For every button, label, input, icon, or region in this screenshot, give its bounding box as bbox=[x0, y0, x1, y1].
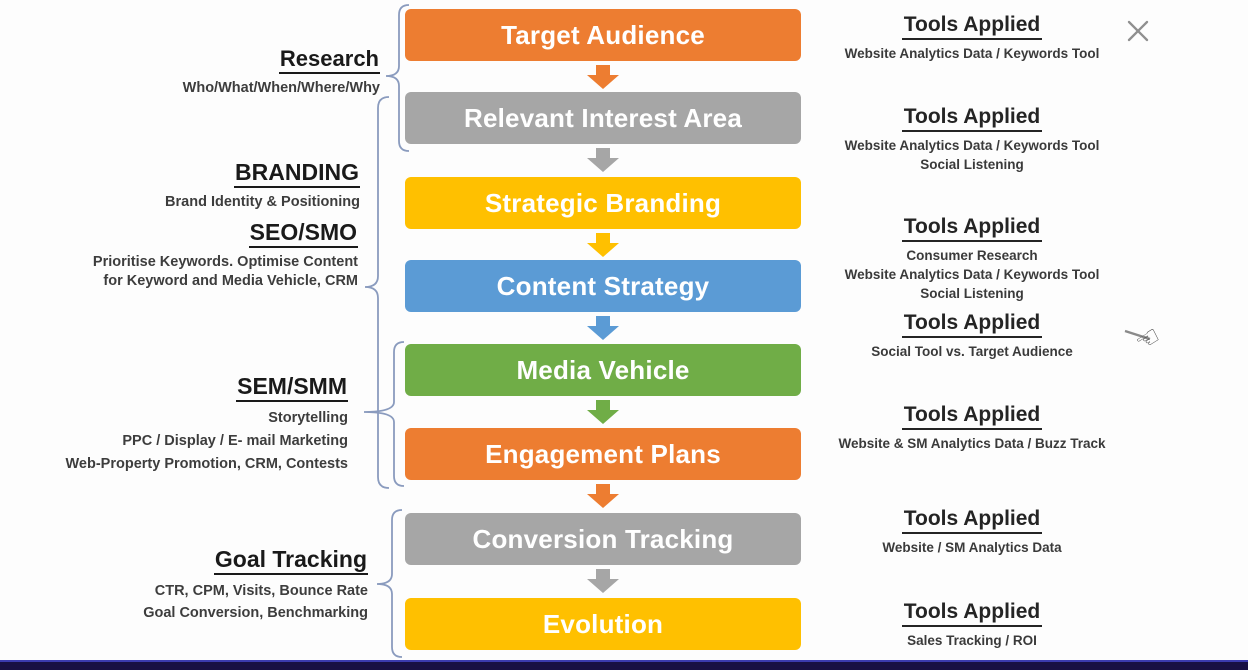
tools-applied-title: Tools Applied bbox=[901, 104, 1043, 133]
tools-applied-title: Tools Applied bbox=[901, 214, 1043, 243]
down-block-arrow-icon bbox=[587, 148, 619, 172]
flow-step-label: Media Vehicle bbox=[516, 354, 690, 385]
left-section-line: Prioritise Keywords. Optimise Content bbox=[92, 254, 358, 271]
left-section-line: Web-Property Promotion, CRM, Contests bbox=[65, 456, 349, 473]
flow-step-label: Strategic Branding bbox=[484, 187, 722, 218]
flow-step-label: Engagement Plans bbox=[485, 438, 721, 469]
tools-line: Website & SM Analytics Data / Buzz Track bbox=[838, 436, 1106, 452]
flow-step-target-audience: Target Audience bbox=[405, 9, 801, 61]
tools-line: Sales Tracking / ROI bbox=[907, 633, 1037, 649]
left-section-line: Goal Conversion, Benchmarking bbox=[143, 605, 368, 622]
flow-step-relevant-interest-area: Relevant Interest Area bbox=[405, 92, 801, 144]
left-section-line: CTR, CPM, Visits, Bounce Rate bbox=[154, 583, 368, 600]
down-block-arrow-icon bbox=[587, 400, 619, 424]
tools-line: Social Listening bbox=[920, 157, 1024, 173]
flow-step-label: Relevant Interest Area bbox=[464, 102, 742, 133]
flow-step-label: Content Strategy bbox=[496, 270, 710, 301]
left-section-title: SEO/SMO bbox=[248, 219, 358, 249]
tools-line: Consumer Research bbox=[906, 248, 1038, 264]
close-icon[interactable] bbox=[1122, 15, 1154, 47]
left-section-line: Storytelling bbox=[268, 410, 348, 427]
left-section-title: Research bbox=[278, 46, 380, 75]
down-block-arrow-icon bbox=[587, 233, 619, 257]
tools-line: Website Analytics Data / Keywords Tool bbox=[844, 267, 1100, 283]
flow-step-content-strategy: Content Strategy bbox=[405, 260, 801, 312]
tools-line: Social Listening bbox=[920, 286, 1024, 302]
tools-applied-title: Tools Applied bbox=[901, 402, 1043, 431]
flow-step-evolution: Evolution bbox=[405, 598, 801, 650]
flow-step-label: Target Audience bbox=[501, 19, 705, 50]
left-section-seo-smo: SEO/SMO Prioritise Keywords. Optimise Con… bbox=[93, 219, 358, 291]
left-section-branding: BRANDING Brand Identity & Positioning bbox=[165, 159, 360, 212]
down-block-arrow-icon bbox=[587, 569, 619, 593]
flow-step-strategic-branding: Strategic Branding bbox=[405, 177, 801, 229]
tools-applied-title: Tools Applied bbox=[901, 12, 1043, 41]
left-section-line: Brand Identity & Positioning bbox=[165, 194, 360, 211]
tools-line: Website Analytics Data / Keywords Tool bbox=[844, 138, 1100, 154]
down-block-arrow-icon bbox=[587, 316, 619, 340]
left-section-title: BRANDING bbox=[234, 159, 360, 189]
tools-line: Social Tool vs. Target Audience bbox=[871, 344, 1073, 360]
left-section-title: SEM/SMM bbox=[236, 373, 348, 403]
tools-applied-title: Tools Applied bbox=[901, 506, 1043, 535]
bottom-bar bbox=[0, 660, 1248, 670]
down-block-arrow-icon bbox=[587, 65, 619, 89]
tools-line: Website Analytics Data / Keywords Tool bbox=[844, 46, 1100, 62]
flow-step-media-vehicle: Media Vehicle bbox=[405, 344, 801, 396]
tools-applied-title: Tools Applied bbox=[901, 599, 1043, 628]
left-section-line: Who/What/When/Where/Why bbox=[182, 80, 380, 97]
left-section-line: for Keyword and Media Vehicle, CRM bbox=[103, 273, 358, 290]
flow-step-label: Conversion Tracking bbox=[472, 523, 734, 554]
tools-applied-title: Tools Applied bbox=[901, 310, 1043, 339]
left-section-title: Goal Tracking bbox=[213, 546, 368, 576]
tools-line: Website / SM Analytics Data bbox=[882, 540, 1062, 556]
left-section-line: PPC / Display / E- mail Marketing bbox=[122, 433, 348, 450]
flow-step-conversion-tracking: Conversion Tracking bbox=[405, 513, 801, 565]
flow-step-engagement-plans: Engagement Plans bbox=[405, 428, 801, 480]
down-block-arrow-icon bbox=[587, 484, 619, 508]
flow-step-label: Evolution bbox=[542, 608, 664, 639]
